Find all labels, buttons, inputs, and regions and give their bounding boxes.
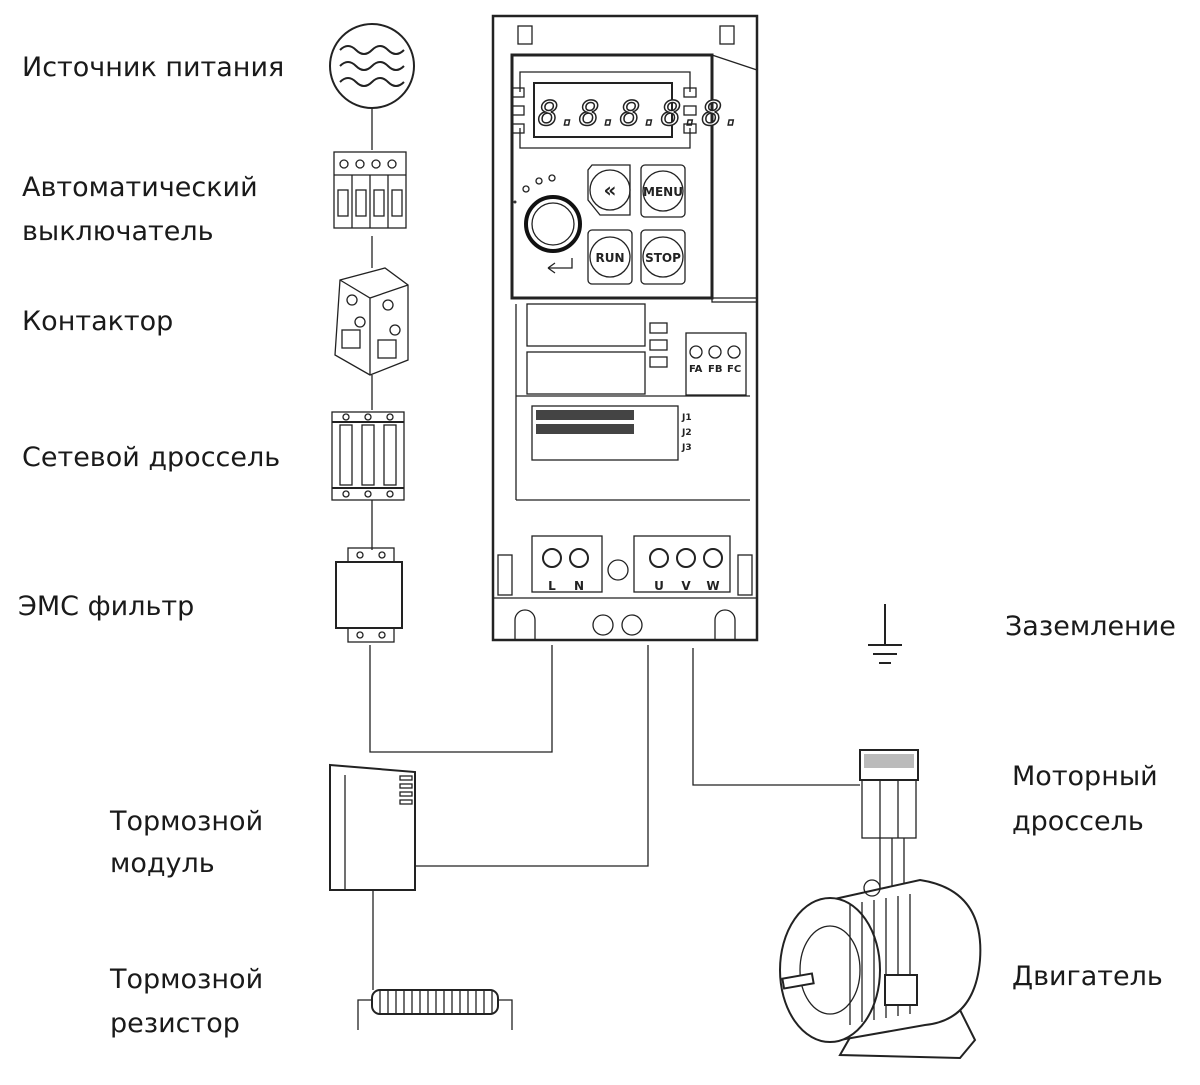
terminal-fa: FA: [689, 364, 703, 375]
frequency-inverter: 8.8.8.8.8. « MENU: [491, 14, 759, 642]
label-power-source: Источник питания: [22, 52, 284, 83]
terminal-n: N: [574, 579, 584, 593]
led-display: 8.8.8.8.8.: [511, 71, 743, 149]
label-motor-reactor-line1: Моторный: [1012, 761, 1158, 792]
label-breaker-line1: Автоматический: [22, 172, 258, 203]
label-contactor: Контактор: [22, 306, 173, 337]
svg-text:J1: J1: [681, 413, 692, 423]
supply-wires: [369, 108, 860, 990]
ground-icon: [868, 604, 902, 664]
brake-module-icon: [329, 763, 416, 891]
terminal-legend-label: J1 J2 J3: [531, 405, 692, 461]
svg-text:J2: J2: [681, 428, 692, 438]
potentiometer-knob[interactable]: [524, 195, 582, 253]
label-breaker-line2: выключатель: [22, 216, 214, 247]
label-brake-module-line1: Тормозной: [109, 806, 263, 837]
contactor-icon: [334, 267, 409, 376]
svg-text:J3: J3: [681, 443, 692, 453]
svg-text:«[interactable]: «: [604, 178, 617, 202]
circuit-breaker-icon: [333, 151, 407, 229]
label-grounding: Заземление: [1005, 611, 1176, 642]
line-reactor-icon: [331, 411, 405, 501]
run-button[interactable]: RUN: [587, 229, 633, 285]
stop-button[interactable]: STOP: [640, 229, 686, 285]
power-source-icon: [329, 23, 415, 109]
brake-resistor-icon: [357, 989, 513, 1030]
terminal-l: L: [548, 579, 556, 593]
relay-terminal-block: FA FB FC: [685, 332, 747, 396]
terminal-fb: FB: [708, 364, 722, 375]
svg-text:RUN[interactable]: RUN: [595, 251, 624, 265]
label-brake-resistor-line1: Тормозной: [109, 964, 263, 995]
emc-filter-icon: [335, 547, 403, 643]
label-brake-module-line2: модуль: [110, 848, 215, 879]
terminal-v: V: [681, 579, 691, 593]
svg-text:MENU[interactable]: MENU: [643, 185, 683, 199]
menu-button[interactable]: MENU: [640, 164, 686, 218]
terminal-u: U: [654, 579, 664, 593]
label-motor: Двигатель: [1012, 961, 1163, 992]
svg-text:STOP[interactable]: STOP: [645, 251, 681, 265]
terminal-fc: FC: [727, 364, 741, 375]
label-brake-resistor-line2: резистор: [110, 1008, 240, 1039]
label-motor-reactor-line2: дроссель: [1012, 806, 1144, 837]
display-digits: 8.8.8.8.8.: [538, 94, 743, 134]
label-line-reactor: Сетевой дроссель: [22, 442, 280, 473]
enter-arrow-icon: [547, 258, 573, 274]
output-terminal-block: U V W: [633, 535, 731, 593]
back-button[interactable]: «: [587, 164, 631, 216]
label-emc-filter: ЭМС фильтр: [18, 591, 194, 622]
ground-screw-icon: [607, 559, 629, 581]
motor-icon: [779, 878, 982, 1060]
input-terminal-block: L N: [531, 535, 603, 593]
control-terminal-block: [515, 303, 750, 501]
terminal-w: W: [706, 579, 719, 593]
